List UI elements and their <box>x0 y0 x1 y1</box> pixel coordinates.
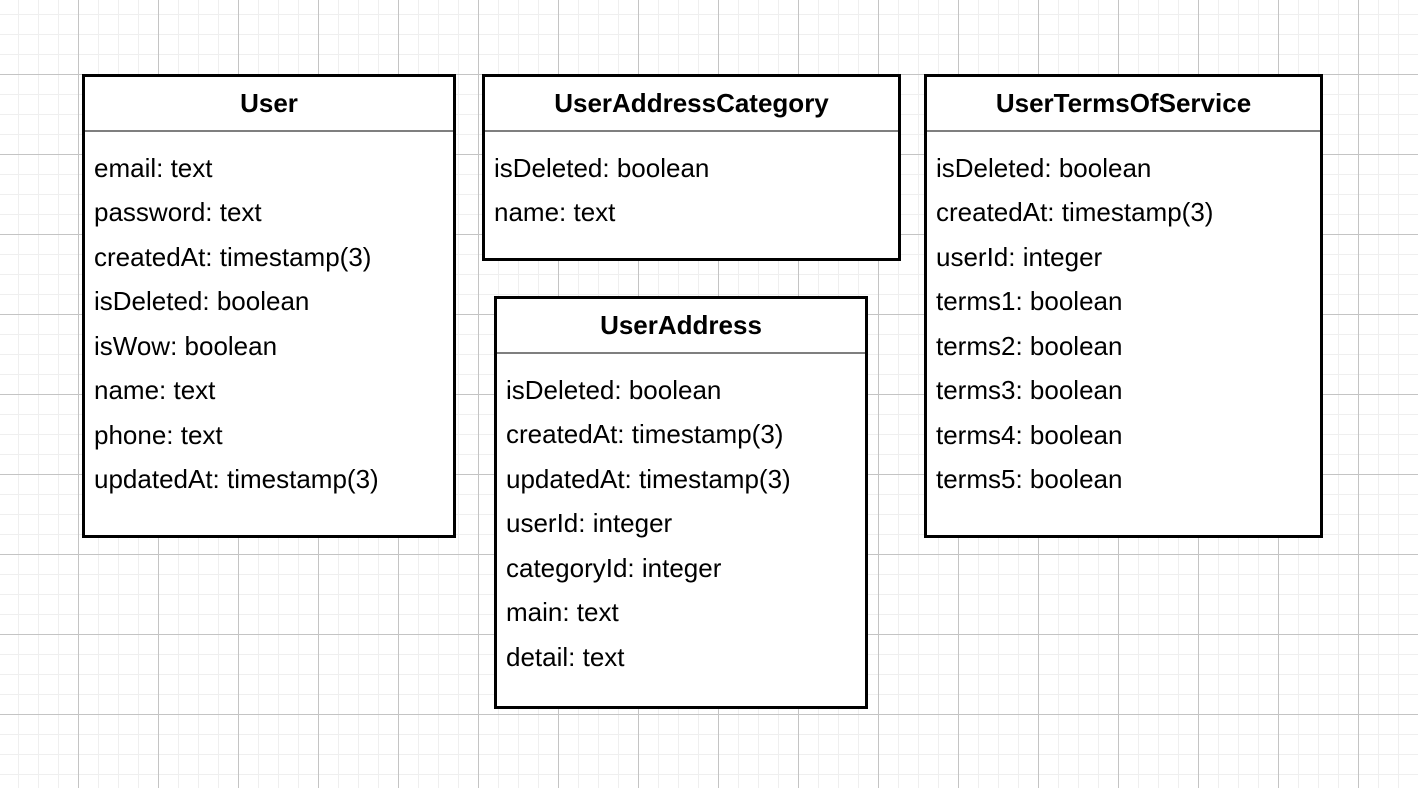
entity-field: detail: text <box>506 641 625 672</box>
entity-fields: email: text password: text createdAt: time… <box>85 132 453 535</box>
entity-field: isDeleted: boolean <box>494 152 710 183</box>
entity-title: User <box>85 77 453 132</box>
entity-field: createdAt: timestamp(3) <box>506 419 784 450</box>
entity-field: main: text <box>506 597 619 628</box>
entity-field: updatedAt: timestamp(3) <box>506 463 791 494</box>
entity-user[interactable]: User email: text password: text createdAt:… <box>82 74 456 538</box>
entity-field: email: text <box>94 152 213 183</box>
entity-fields: isDeleted: boolean name: text <box>485 132 898 258</box>
entity-title: UserAddress <box>497 299 865 354</box>
entity-user-terms-of-service[interactable]: UserTermsOfService isDeleted: boolean cre… <box>924 74 1323 538</box>
entity-field: name: text <box>494 197 616 228</box>
entity-field: terms2: boolean <box>936 330 1123 361</box>
entity-title: UserTermsOfService <box>927 77 1320 132</box>
entity-field: categoryId: integer <box>506 552 722 583</box>
entity-field: updatedAt: timestamp(3) <box>94 464 379 495</box>
entity-user-address-category[interactable]: UserAddressCategory isDeleted: boolean na… <box>482 74 901 261</box>
entity-fields: isDeleted: boolean createdAt: timestamp(3… <box>497 354 865 706</box>
entity-field: isDeleted: boolean <box>936 152 1152 183</box>
entity-user-address[interactable]: UserAddress isDeleted: boolean createdAt:… <box>494 296 868 709</box>
entity-field: terms4: boolean <box>936 419 1123 450</box>
entity-field: isWow: boolean <box>94 330 278 361</box>
entity-field: createdAt: timestamp(3) <box>94 241 372 272</box>
entity-field: phone: text <box>94 419 223 450</box>
entity-title: UserAddressCategory <box>485 77 898 132</box>
entity-field: userId: integer <box>936 241 1103 272</box>
entity-field: isDeleted: boolean <box>506 374 722 405</box>
entity-field: isDeleted: boolean <box>94 286 310 317</box>
entity-field: userId: integer <box>506 508 673 539</box>
entity-field: name: text <box>94 375 216 406</box>
entity-fields: isDeleted: boolean createdAt: timestamp(3… <box>927 132 1320 535</box>
entity-field: password: text <box>94 197 262 228</box>
entity-field: createdAt: timestamp(3) <box>936 197 1214 228</box>
entity-field: terms1: boolean <box>936 286 1123 317</box>
entity-field: terms3: boolean <box>936 375 1123 406</box>
entity-field: terms5: boolean <box>936 464 1123 495</box>
